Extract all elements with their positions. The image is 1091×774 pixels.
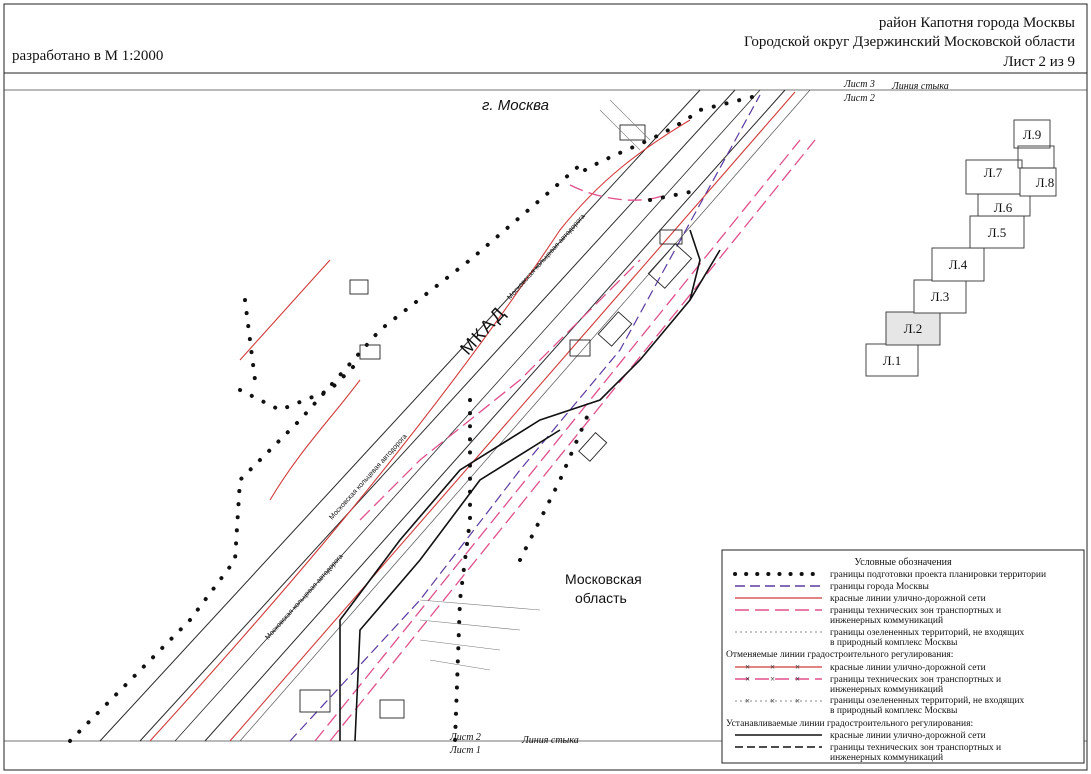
sheet-index-box-3 [913,279,967,314]
svg-text:×: × [795,674,800,684]
technical-zones [314,139,816,742]
title-line-2: Городской округ Дзержинский Московской о… [744,34,1075,50]
legend-item-2: границы города Москвы [830,582,929,592]
sheet-number: Лист 2 из 9 [1003,54,1075,70]
legend-symbol-cancelled-green: × × × [735,696,822,706]
road-small-label-1: Московская кольцевая автодорога [506,213,586,301]
svg-text:×: × [770,662,775,672]
junction-bottom-sheet-below: Лист 1 [449,745,481,756]
sheet-index-label-8: Л.8 [1036,175,1055,190]
road-small-label-2: Московская кольцевая автодорога [328,433,408,521]
title-line-1: район Капотня города Москвы [879,15,1075,31]
sheet-frame [3,3,1088,771]
legend-item-1: границы подготовки проекта планировки те… [830,570,1046,580]
svg-text:×: × [770,696,775,706]
legend-cancelled-heading: Отменяемые линии градостроительного регу… [726,650,953,660]
region-label-line-2: область [575,590,627,606]
sheet-index-box-8 [1019,167,1057,197]
svg-text:×: × [795,662,800,672]
legend-cancelled-item-2: границы технических зон транспортных и [830,675,1001,685]
legend-cancelled-item-3: границы озелененных территорий, не входя… [830,695,1025,706]
svg-text:×: × [745,674,750,684]
buildings [299,124,693,719]
legend-symbol-cancelled-technical: × × × [735,674,822,684]
moscow-boundary [289,94,761,742]
legend-symbol-cancelled-red: × × × [735,662,822,672]
sheet-index-box-9 [1013,119,1051,149]
legend-established-item-2: границы технических зон транспортных и [830,743,1001,753]
sheet-index-label-3: Л.3 [931,289,950,304]
svg-text:×: × [770,674,775,684]
region-label-line-1: Московская [565,571,642,587]
junction-bottom-label: Линия стыка [521,735,579,746]
sheet-index-box-1 [865,343,919,377]
area-hatching [419,99,651,671]
sheet-index-label-9: Л.9 [1023,127,1042,142]
red-lines [149,91,796,742]
legend-item-5: границы озелененных территорий, не входя… [830,627,1025,638]
sheet-index-label-5: Л.5 [988,225,1007,240]
svg-text:×: × [795,696,800,706]
sheet-index-label-4: Л.4 [949,257,968,272]
legend-cancelled-item-1: красные линии улично-дорожной сети [830,662,986,673]
junction-top-label: Линия стыка [891,81,949,92]
sheet-index-box-9-overlap [1017,145,1055,169]
svg-text:×: × [745,696,750,706]
junction-bottom-sheet-above: Лист 2 [449,732,481,743]
sheet-index-label-1: Л.1 [883,353,902,368]
sheet-index-label-2: Л.2 [904,321,923,336]
road-corridor [99,89,811,742]
sheet-index-box-4 [931,247,985,282]
legend-established-heading: Устанавливаемые линии градостроительного… [726,719,973,729]
city-label: г. Москва [482,97,549,114]
legend-item-5-line-2: в природный комплекс Москвы [830,637,958,648]
sheet-index-label-6: Л.6 [994,200,1013,215]
road-label: МКАД [456,302,510,359]
planning-boundary [68,93,762,743]
svg-text:×: × [745,662,750,672]
legend-title: Условные обозначения [854,557,952,568]
sheet-index-box-7 [965,159,1023,195]
sheet-index-box-2 [885,311,941,346]
sheet-index-label-7: Л.7 [984,165,1003,180]
legend-item-4-line-2: инженерных коммуникаций [830,615,943,626]
legend-item-4: границы технических зон транспортных и [830,606,1001,616]
sheet-index: Л.1 Л.2 Л.3 Л.4 Л.5 Л.6 Л.7 Л.8 Л.9 [865,119,1057,377]
legend-established-item-2-line-2: инженерных коммуникаций [830,752,943,763]
legend-cancelled-item-3-line-2: в природный комплекс Москвы [830,705,958,716]
junction-top-sheet-above: Лист 3 [843,79,875,90]
legend-established-item-1: красные линии улично-дорожной сети [830,730,986,741]
legend-item-3: красные линии улично-дорожной сети [830,593,986,604]
junction-top-sheet-below: Лист 2 [843,93,875,104]
sheet-index-box-5 [969,215,1025,249]
engineering-lines [339,229,721,742]
legend-cancelled-item-2-line-2: инженерных коммуникаций [830,684,943,695]
scale-label: разработано в М 1:2000 [12,48,163,64]
legend: Условные обозначения границы подготовки … [721,549,1085,764]
